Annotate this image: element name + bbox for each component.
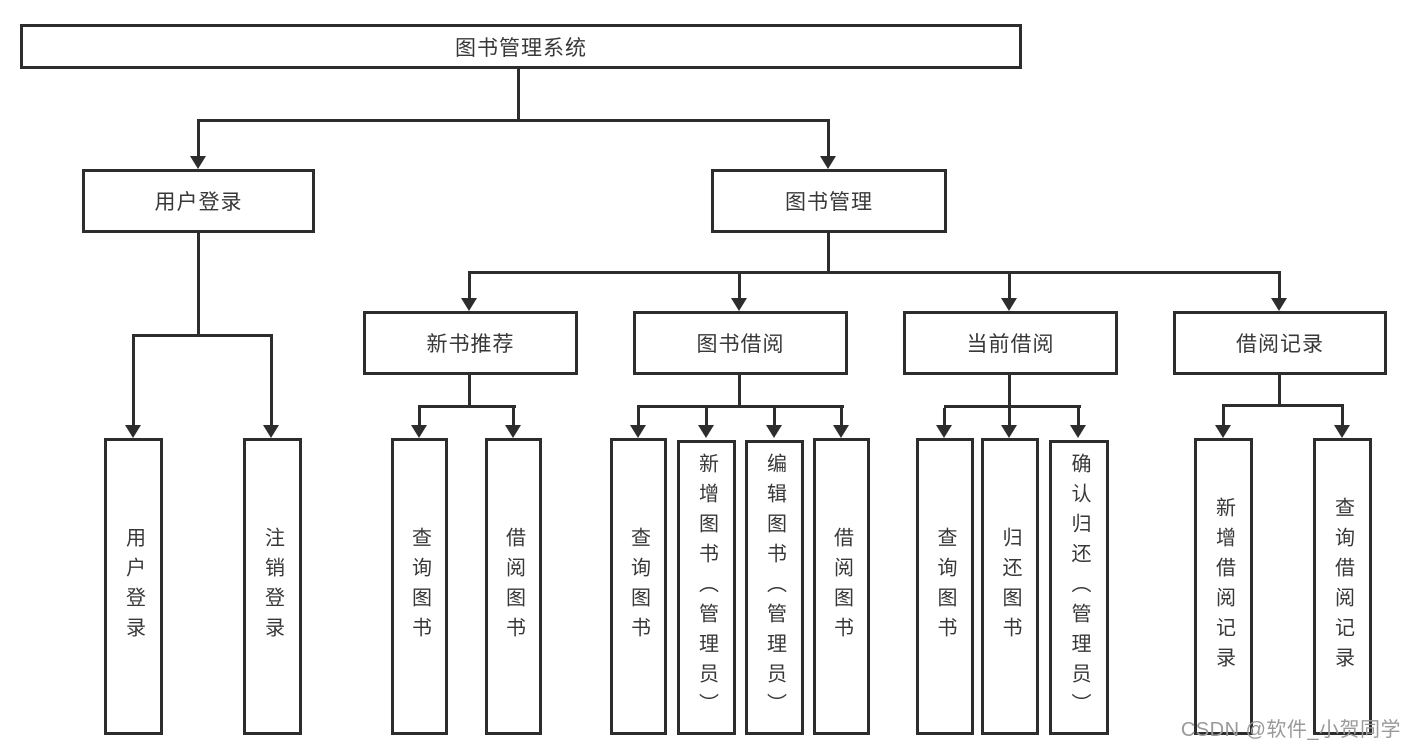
leaf-query-borrow-record-label: 查询借阅记录 [1331, 496, 1354, 677]
node-current-borrowing: 当前借阅 [903, 311, 1118, 375]
leaf-current-query-book-label: 查询图书 [934, 526, 956, 647]
connector-line [512, 408, 515, 426]
connector-line [1278, 375, 1281, 407]
leaf-user-login-label: 用户登录 [122, 526, 145, 647]
connector-line [705, 408, 708, 426]
arrow-down-icon [1070, 425, 1086, 438]
connector-line [1278, 274, 1281, 300]
connector-line [468, 274, 471, 300]
connector-line [1008, 408, 1011, 426]
node-book-borrowing: 图书借阅 [633, 311, 848, 375]
leaf-rec-borrow-book-label: 借阅图书 [502, 526, 525, 647]
connector-line [197, 233, 200, 337]
leaf-current-query-book: 查询图书 [916, 438, 974, 735]
arrow-down-icon [766, 425, 782, 438]
connector-line [827, 233, 830, 274]
connector-line [270, 337, 273, 426]
arrow-down-icon [630, 425, 646, 438]
leaf-borrow-query-book: 查询图书 [610, 438, 667, 735]
connector-line [738, 274, 741, 300]
connector-line [1341, 407, 1344, 426]
connector-line [1008, 274, 1011, 300]
arrow-down-icon [1215, 425, 1231, 438]
connector-line [1222, 404, 1344, 407]
arrow-down-icon [190, 156, 206, 169]
arrow-down-icon [1001, 298, 1017, 311]
leaf-confirm-return-admin: 确认归还（管理员） [1049, 440, 1109, 735]
connector-line [468, 375, 471, 408]
node-new-book-recommendation: 新书推荐 [363, 311, 578, 375]
arrow-down-icon [833, 425, 849, 438]
connector-line [1077, 408, 1080, 426]
csdn-watermark: CSDN @软件_小贺同学 [1180, 719, 1401, 741]
arrow-down-icon [1271, 298, 1287, 311]
arrow-down-icon [505, 425, 521, 438]
leaf-return-book: 归还图书 [981, 438, 1039, 735]
connector-line [827, 122, 830, 158]
connector-line [197, 119, 830, 122]
connector-line [637, 408, 640, 426]
connector-line [1008, 375, 1011, 408]
connector-line [468, 271, 1281, 274]
connector-line [738, 375, 741, 408]
connector-line [517, 69, 520, 122]
connector-line [840, 408, 843, 426]
leaf-add-borrow-record: 新增借阅记录 [1194, 438, 1253, 735]
node-user-login: 用户登录 [82, 169, 315, 233]
leaf-query-borrow-record: 查询借阅记录 [1313, 438, 1372, 735]
connector-line [944, 405, 1081, 408]
node-borrowing-records: 借阅记录 [1173, 311, 1387, 375]
leaf-edit-book-admin-label: 编辑图书（管理员） [763, 452, 786, 723]
connector-line [943, 408, 946, 426]
node-book-management: 图书管理 [711, 169, 947, 233]
arrow-down-icon [125, 425, 141, 438]
connector-line [197, 122, 200, 158]
leaf-logout-label: 注销登录 [261, 526, 284, 647]
arrow-down-icon [1001, 425, 1017, 438]
connector-line [418, 408, 421, 426]
connector-line [418, 405, 516, 408]
arrow-down-icon [731, 298, 747, 311]
connector-line [132, 337, 135, 426]
leaf-return-book-label: 归还图书 [999, 526, 1021, 647]
leaf-rec-query-book-label: 查询图书 [408, 526, 431, 647]
leaf-add-book-admin: 新增图书（管理员） [677, 440, 736, 735]
leaf-logout: 注销登录 [243, 438, 302, 735]
arrow-down-icon [936, 425, 952, 438]
arrow-down-icon [698, 425, 714, 438]
leaf-borrow-query-book-label: 查询图书 [627, 526, 650, 647]
node-library-management-system: 图书管理系统 [20, 24, 1022, 69]
leaf-confirm-return-admin-label: 确认归还（管理员） [1068, 452, 1090, 723]
connector-line [637, 405, 844, 408]
arrow-down-icon [411, 425, 427, 438]
connector-line [132, 334, 273, 337]
connector-line [773, 408, 776, 426]
arrow-down-icon [820, 156, 836, 169]
leaf-rec-borrow-book: 借阅图书 [485, 438, 542, 735]
leaf-rec-query-book: 查询图书 [391, 438, 448, 735]
leaf-add-book-admin-label: 新增图书（管理员） [695, 452, 718, 723]
leaf-add-borrow-record-label: 新增借阅记录 [1212, 496, 1235, 677]
arrow-down-icon [263, 425, 279, 438]
connector-line [1222, 407, 1225, 426]
leaf-borrow-borrow-book: 借阅图书 [813, 438, 870, 735]
arrow-down-icon [1334, 425, 1350, 438]
leaf-user-login: 用户登录 [104, 438, 163, 735]
arrow-down-icon [461, 298, 477, 311]
leaf-borrow-borrow-book-label: 借阅图书 [830, 526, 853, 647]
leaf-edit-book-admin: 编辑图书（管理员） [745, 440, 804, 735]
